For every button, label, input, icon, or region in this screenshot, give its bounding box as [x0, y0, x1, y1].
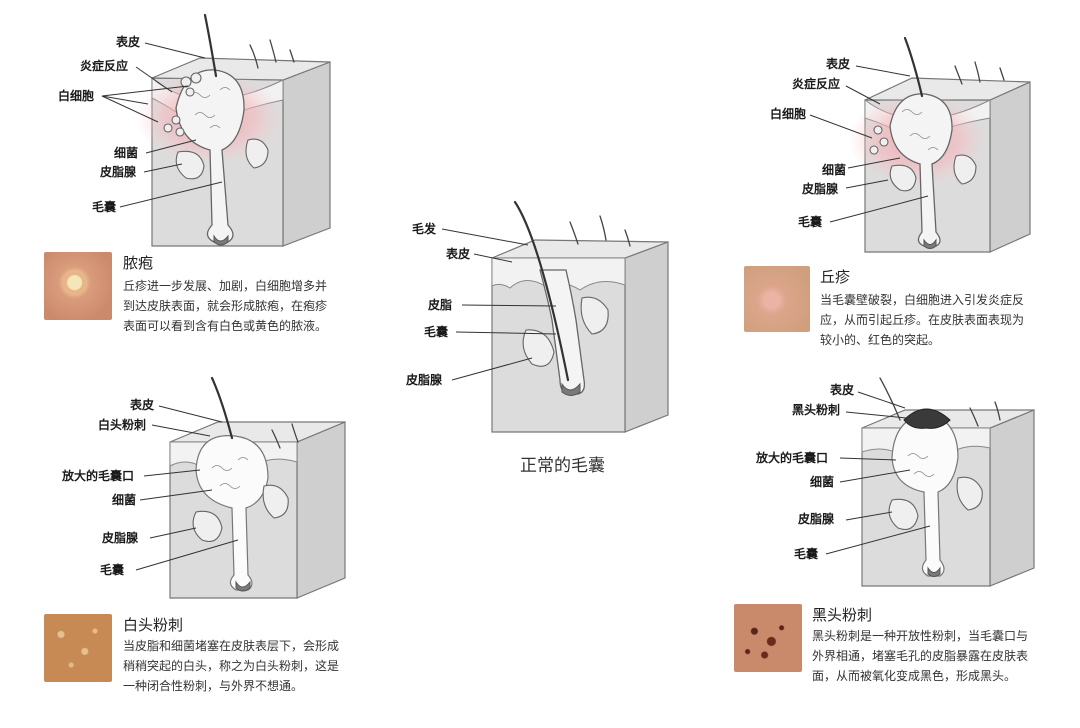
blackhead-illustration: 表皮 黑头粉刺 放大的毛囊口 细菌 皮脂腺 毛囊: [755, 377, 1035, 587]
normal-label-sebum: 皮脂: [427, 297, 452, 312]
pustule-description: 丘疹进一步发展、加剧，白细胞增多并到达皮肤表面，就会形成脓疱，在疱疹表面可以看到…: [123, 279, 328, 333]
pustule-label-bacteria: 细菌: [114, 145, 138, 160]
blackhead-label-bacteria: 细菌: [810, 474, 834, 489]
blackhead-label-blackhead: 黑头粉刺: [792, 402, 840, 417]
papule-label-inflammation: 炎症反应: [792, 76, 840, 91]
whitehead-label-bacteria: 细菌: [112, 492, 136, 507]
papule-card: 丘疹 当毛囊壁破裂，白细胞进入引发炎症反应，从而引起丘疹。在皮肤表面表现为较小的…: [744, 266, 1044, 356]
whitehead-label-follicle: 毛囊: [100, 562, 125, 577]
pustule-title: 脓疱: [123, 254, 154, 272]
papule-label-gland: 皮脂腺: [801, 181, 839, 196]
blackhead-label-epidermis: 表皮: [829, 382, 854, 397]
papule-title: 丘疹: [820, 268, 851, 286]
blackhead-label-gland: 皮脂腺: [797, 511, 835, 526]
blackhead-description: 黑头粉刺是一种开放性粉刺，当毛囊口与外界相通，堵塞毛孔的皮脂暴露在皮肤表面，从而…: [812, 629, 1029, 683]
blackhead-label-follicle: 毛囊: [794, 546, 819, 561]
pustule-label-epidermis: 表皮: [115, 34, 140, 49]
pustule-photo: [44, 252, 112, 320]
whitehead-description: 当皮脂和细菌堵塞在皮肤表层下，会形成稍稍突起的白头，称之为白头粉刺，这是一种闭合…: [123, 639, 340, 693]
blackhead-photo: [734, 604, 802, 672]
papule-label-bacteria: 细菌: [822, 162, 846, 177]
normal-label-gland: 皮脂腺: [405, 372, 443, 387]
papule-label-follicle: 毛囊: [798, 214, 823, 229]
whitehead-photo: [44, 614, 112, 682]
normal-label-follicle: 毛囊: [424, 324, 449, 339]
whitehead-label-pore: 放大的毛囊口: [61, 468, 134, 483]
pustule-label-wbc: 白细胞: [58, 88, 94, 103]
pustule-illustration: 表皮 炎症反应 白细胞 细菌 皮脂腺 毛囊: [58, 13, 331, 247]
papule-label-epidermis: 表皮: [825, 56, 850, 71]
whitehead-label-whitehead: 白头粉刺: [98, 417, 146, 432]
papule-photo: [744, 266, 810, 332]
normal-label-epidermis: 表皮: [445, 246, 470, 261]
whitehead-title: 白头粉刺: [123, 616, 184, 634]
whitehead-label-gland: 皮脂腺: [101, 530, 139, 545]
papule-description: 当毛囊壁破裂，白细胞进入引发炎症反应，从而引起丘疹。在皮肤表面表现为较小的、红色…: [820, 293, 1025, 347]
pustule-label-inflammation: 炎症反应: [80, 58, 128, 73]
blackhead-label-pore: 放大的毛囊口: [755, 450, 828, 465]
normal-follicle-illustration: 毛发 表皮 皮脂 毛囊 皮脂腺 正常的毛囊: [405, 200, 669, 476]
pustule-label-gland: 皮脂腺: [99, 164, 137, 179]
whitehead-card: 白头粉刺 当皮脂和细菌堵塞在皮肤表层下，会形成稍稍突起的白头，称之为白头粉刺，这…: [44, 614, 344, 704]
pustule-card: 脓疱 丘疹进一步发展、加剧，白细胞增多并到达皮肤表面，就会形成脓疱，在疱疹表面可…: [44, 252, 334, 362]
pustule-label-follicle: 毛囊: [92, 199, 117, 214]
blackhead-card: 黑头粉刺 黑头粉刺是一种开放性粉刺，当毛囊口与外界相通，堵塞毛孔的皮脂暴露在皮肤…: [734, 604, 1044, 716]
papule-illustration: 表皮 炎症反应 白细胞 细菌 皮脂腺 毛囊: [770, 36, 1031, 253]
whitehead-illustration: 表皮 白头粉刺 放大的毛囊口 细菌 皮脂腺 毛囊: [61, 376, 346, 599]
normal-label-hair: 毛发: [412, 221, 437, 236]
normal-follicle-caption: 正常的毛囊: [520, 456, 605, 476]
whitehead-label-epidermis: 表皮: [129, 397, 154, 412]
blackhead-title: 黑头粉刺: [812, 606, 873, 624]
papule-label-wbc: 白细胞: [770, 106, 806, 121]
